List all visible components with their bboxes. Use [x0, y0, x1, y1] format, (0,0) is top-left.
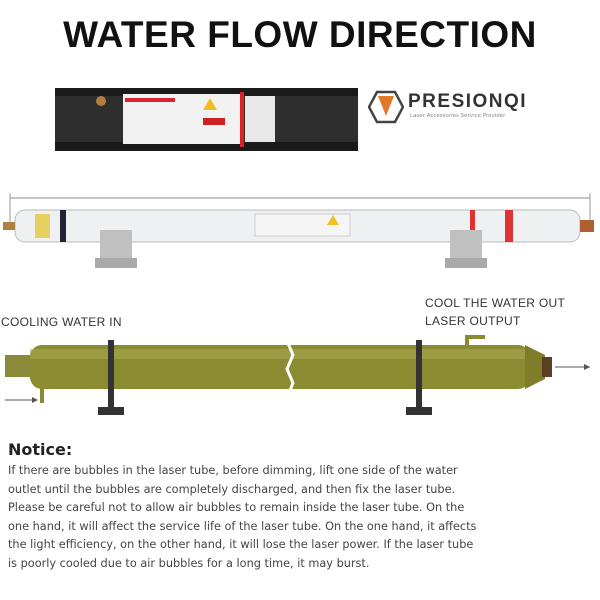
olive-tube-diagram	[5, 335, 590, 415]
notice-line: outlet until the bubbles are completely …	[8, 482, 456, 496]
notice-text: If there are bubbles in the laser tube, …	[8, 462, 476, 574]
notice-line: is poorly cooled due to air bubbles for …	[8, 556, 370, 570]
glass-tube-illustration	[3, 193, 594, 268]
tube-closeup-photo	[55, 88, 358, 151]
laser-output-label: LASER OUTPUT	[425, 314, 521, 328]
cooling-water-in-label: COOLING WATER IN	[1, 315, 122, 329]
brand-logo-icon	[368, 90, 404, 124]
page-title: WATER FLOW DIRECTION	[63, 14, 537, 55]
brand-tagline: Laser Accessories Service Provider	[410, 113, 506, 119]
notice-line: one hand, it will affect the service lif…	[8, 519, 477, 533]
cool-water-out-label: COOL THE WATER OUT	[425, 296, 566, 310]
notice-line: the light efficiency, on the other hand,…	[8, 538, 474, 552]
notice-heading: Notice:	[8, 440, 73, 459]
brand-name: PRESIONQI	[408, 91, 528, 112]
notice-line: Please be careful not to allow air bubbl…	[8, 501, 465, 515]
notice-line: If there are bubbles in the laser tube, …	[8, 464, 458, 477]
